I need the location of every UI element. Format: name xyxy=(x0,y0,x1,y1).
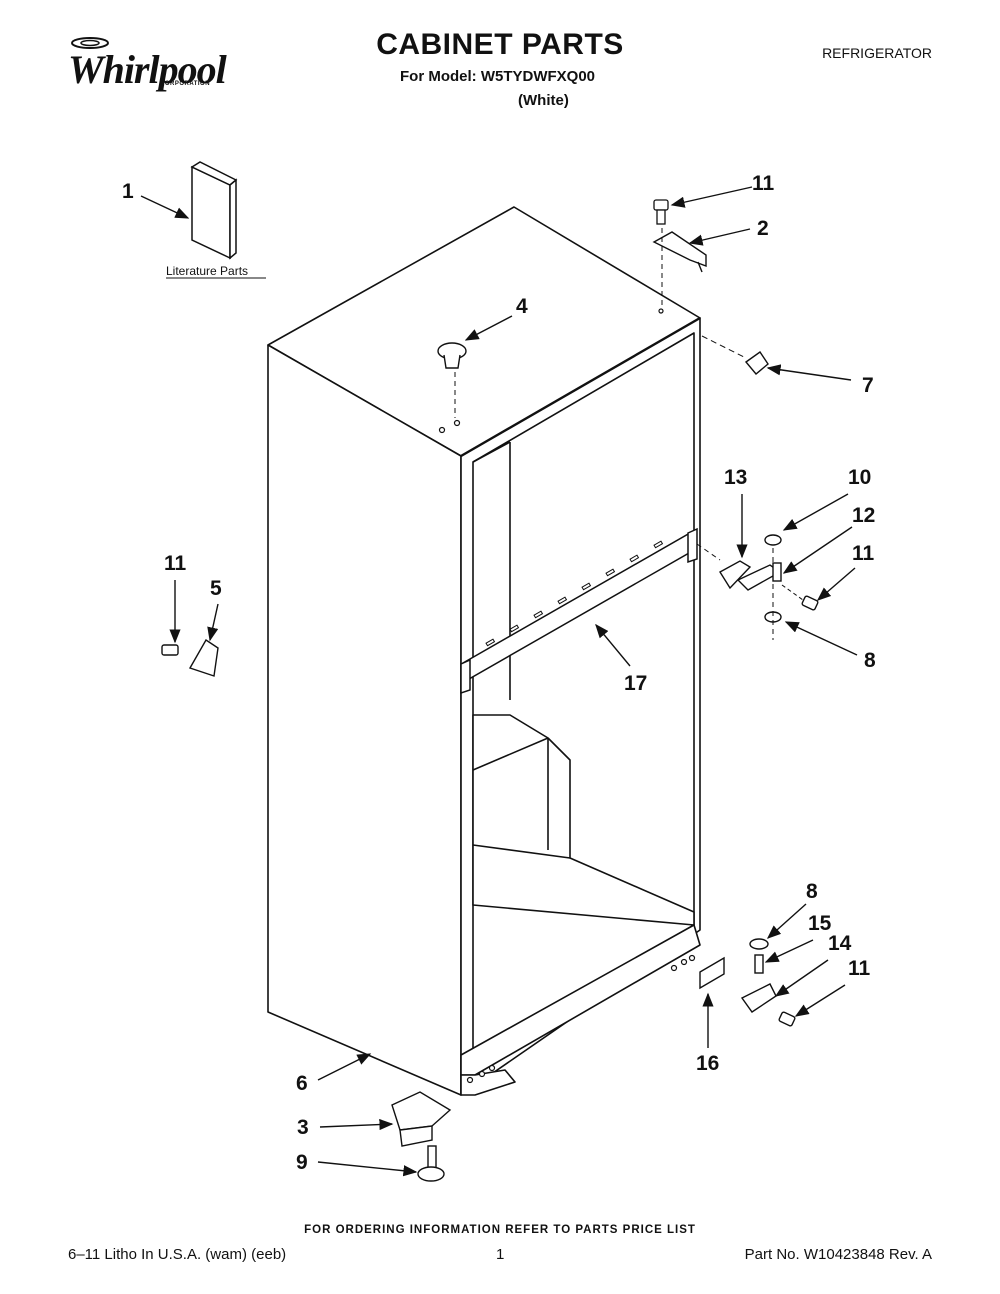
callout-10: 10 xyxy=(848,466,871,489)
logo-swirl-icon xyxy=(71,37,109,49)
callout-13: 13 xyxy=(724,466,747,489)
callout-2: 2 xyxy=(757,217,769,240)
callout-17: 17 xyxy=(624,672,647,695)
callout-8-center: 8 xyxy=(864,649,876,672)
ordering-note: FOR ORDERING INFORMATION REFER TO PARTS … xyxy=(304,1224,696,1236)
literature-parts-label: Literature Parts xyxy=(166,264,248,278)
callout-8-bottom: 8 xyxy=(806,880,818,903)
callout-7: 7 xyxy=(862,374,874,397)
whirlpool-logo: Whirlpool CORPORATION xyxy=(68,34,227,92)
divider-bar xyxy=(460,527,698,695)
door-stop xyxy=(161,639,219,677)
callout-12: 12 xyxy=(852,504,875,527)
callout-11-center: 11 xyxy=(852,542,875,565)
plug-button xyxy=(437,342,467,369)
center-hinge-assembly xyxy=(719,534,819,623)
callout-5: 5 xyxy=(210,577,222,600)
callout-1: 1 xyxy=(122,180,134,203)
hinge-cover xyxy=(744,351,769,375)
part-number: Part No. W10423848 Rev. A xyxy=(744,1246,932,1263)
litho-code: 6–11 Litho In U.S.A. (wam) (eeb) xyxy=(68,1246,287,1263)
logo-wordmark: Whirlpool xyxy=(68,47,227,92)
callout-14: 14 xyxy=(828,932,852,955)
callout-11-top: 11 xyxy=(752,172,775,195)
callout-6: 6 xyxy=(296,1072,308,1095)
callout-16: 16 xyxy=(696,1052,719,1075)
callout-15: 15 xyxy=(808,912,832,935)
callout-4: 4 xyxy=(516,295,528,318)
model-number: For Model: W5TYDWFXQ00 xyxy=(400,68,595,85)
callout-3: 3 xyxy=(297,1116,309,1139)
page-number: 1 xyxy=(496,1246,505,1263)
leveling-leg-bracket xyxy=(391,1091,452,1147)
callout-11-bottom: 11 xyxy=(848,957,871,980)
top-hinge xyxy=(652,231,707,273)
callout-9: 9 xyxy=(296,1151,308,1174)
leveling-glide xyxy=(417,1145,445,1182)
literature-booklet xyxy=(190,161,238,260)
page-title: CABINET PARTS xyxy=(376,28,624,61)
bottom-hinge-assembly xyxy=(699,938,796,1027)
callout-11-door-stop: 11 xyxy=(164,552,187,575)
logo-corporation: CORPORATION xyxy=(160,81,211,87)
product-category: REFRIGERATOR xyxy=(822,45,932,61)
refrigerator-cabinet xyxy=(267,206,701,1096)
model-color: (White) xyxy=(518,92,569,109)
top-hinge-screw xyxy=(653,199,669,225)
